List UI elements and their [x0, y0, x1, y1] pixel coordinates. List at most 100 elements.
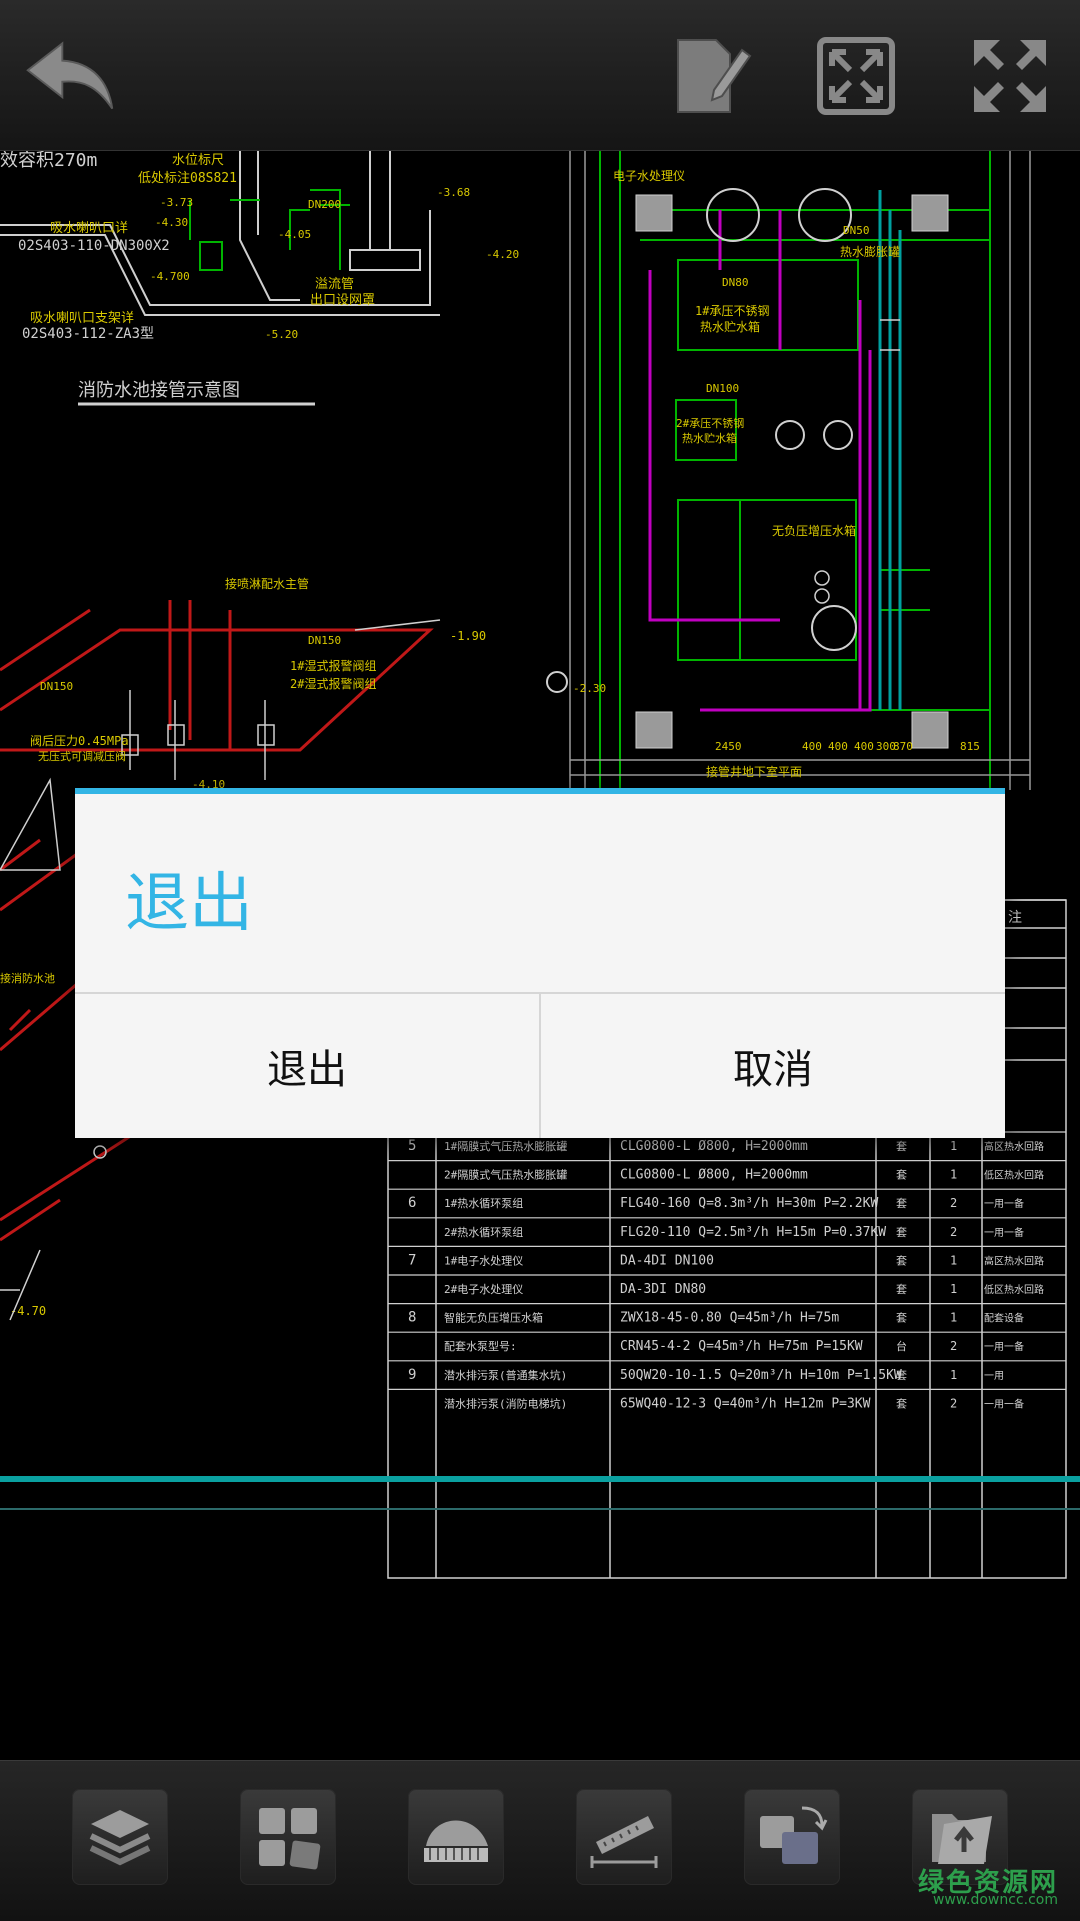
dim-300-label: 300	[876, 740, 896, 753]
dn80-label: DN80	[722, 276, 749, 289]
elev-470-label: -4.70	[10, 1304, 46, 1318]
elev-label-1: -3.73	[160, 196, 193, 209]
drawing-border-line	[0, 1476, 1080, 1482]
expansion-tank-label: 热水膨胀罐	[840, 245, 900, 259]
table-cell-unit: 套	[896, 1283, 907, 1296]
water-level-label: 水位标尺	[172, 153, 224, 168]
elev-410-label: -4.10	[192, 778, 225, 791]
table-cell-unit: 套	[896, 1140, 907, 1153]
table-cell-qty: 2	[950, 1196, 957, 1210]
dim-400c-label: 400	[854, 740, 874, 753]
watermark-url: www.downcc.com	[932, 1892, 1058, 1908]
table-cell-unit: 套	[896, 1369, 907, 1382]
cad-drawing-canvas[interactable]: 效容积270m 水位标尺 低处标注08S821 吸水喇叭口详 02S403-11…	[0, 150, 1080, 1760]
table-cell-qty: 2	[950, 1339, 957, 1353]
table-cell-note: 低区热水回路	[984, 1169, 1044, 1182]
table-cell-spec: CLG0800-L Ø800, H=2000mm	[620, 1168, 808, 1183]
layers-icon	[89, 1810, 151, 1866]
overflow-label: 溢流管	[315, 277, 354, 292]
table-cell-qty: 2	[950, 1225, 957, 1239]
elev-label-6: -5.20	[265, 328, 298, 341]
measure-button[interactable]	[576, 1789, 672, 1885]
table-cell-qty: 1	[950, 1282, 957, 1296]
edit-button[interactable]	[662, 28, 758, 124]
dim-2450-label: 2450	[715, 740, 742, 753]
table-cell-spec: FLG40-160 Q=8.3m³/h H=30m P=2.2KW	[620, 1196, 878, 1211]
table-cell-unit: 套	[896, 1226, 907, 1239]
table-cell-unit: 套	[896, 1312, 907, 1325]
electric-meter-label: 电子水处理仪	[613, 169, 685, 183]
table-cell-unit: 台	[896, 1339, 907, 1353]
open-folder-icon	[932, 1814, 992, 1864]
text-style-icon	[424, 1820, 488, 1862]
table-cell-name: 1#电子水处理仪	[444, 1254, 523, 1267]
elev-190-label: -1.90	[450, 629, 486, 643]
dn150-label: DN150	[308, 634, 341, 647]
table-cell-note: 一用	[984, 1371, 1004, 1382]
table-cell-qty: 1	[950, 1311, 957, 1325]
dn125-label: DN150	[40, 680, 73, 693]
edit-document-icon	[677, 39, 752, 113]
bottom-toolbar	[0, 1760, 1080, 1921]
table-cell-note: 一用一备	[984, 1340, 1024, 1353]
suction-label-b: 吸水喇叭口支架详	[30, 311, 134, 326]
elev-230-label: -2.30	[573, 682, 606, 695]
table-cell-name: 配套水泵型号:	[444, 1339, 517, 1353]
table-cell-qty: 2	[950, 1396, 957, 1410]
layout-button[interactable]	[240, 1789, 336, 1885]
suction-code-a: 02S403-110-DN300X2	[18, 238, 170, 254]
layers-button[interactable]	[72, 1789, 168, 1885]
table-cell-spec: DA-4DI DN100	[620, 1253, 714, 1268]
tank-2-label: 2#承压不锈钢	[676, 417, 744, 430]
table-cell-name: 智能无负压增压水箱	[444, 1311, 543, 1325]
table-cell-name: 1#隔膜式气压热水膨胀罐	[444, 1139, 567, 1153]
elev-label-4: -4.700	[150, 270, 190, 283]
elev-label-7: -3.68	[437, 186, 470, 199]
table-cell-spec: 50QW20-10-1.5 Q=20m³/h H=10m P=1.5KW	[620, 1368, 902, 1383]
table-cell-note: 一用一备	[984, 1197, 1024, 1210]
back-button[interactable]	[22, 28, 118, 124]
table-cell-name: 1#热水循环泵组	[444, 1196, 523, 1210]
table-cell-unit: 套	[896, 1254, 907, 1267]
fire-pool-label: 接消防水池	[0, 971, 55, 985]
fullscreen-icon	[974, 40, 1046, 112]
dim-400a-label: 400	[802, 740, 822, 753]
table-cell-unit: 套	[896, 1397, 907, 1410]
cancel-button[interactable]: 取消	[733, 1047, 813, 1093]
suction-code-b: 02S403-112-ZA3型	[22, 326, 154, 342]
alarm-2-label: 2#湿式报警阀组	[290, 676, 376, 691]
table-cell-qty: 1	[950, 1168, 957, 1182]
back-arrow-icon	[26, 41, 114, 110]
suction-label-a: 吸水喇叭口详	[50, 221, 128, 236]
fit-screen-button[interactable]	[808, 28, 904, 124]
confirm-exit-button[interactable]: 退出	[267, 1047, 347, 1093]
pressure-sub-label: 无压式可调减压阀	[38, 749, 126, 763]
elev-label-3: -4.05	[278, 228, 311, 241]
dialog-divider	[75, 992, 1005, 994]
exit-dialog: 退出 退出 取消	[75, 788, 1005, 1138]
viewport-swap-button[interactable]	[744, 1789, 840, 1885]
fullscreen-button[interactable]	[962, 28, 1058, 124]
open-file-button[interactable]	[912, 1789, 1008, 1885]
table-cell-no: 5	[408, 1138, 416, 1154]
drawing-border-line-thin	[0, 1508, 1080, 1510]
pool-capacity-label: 效容积270m	[0, 150, 97, 171]
overflow-sub-label: 出口设网罩	[310, 293, 375, 308]
table-cell-no: 8	[408, 1310, 416, 1326]
table-cell-note: 低区热水回路	[984, 1283, 1044, 1296]
dim-870-label: 870	[893, 740, 913, 753]
viewport-swap-icon	[760, 1806, 828, 1864]
table-cell-name: 2#电子水处理仪	[444, 1283, 523, 1296]
table-cell-name: 2#隔膜式气压热水膨胀罐	[444, 1168, 567, 1182]
tank-1-sub-label: 热水贮水箱	[700, 319, 760, 334]
table-cell-note: 一用一备	[984, 1226, 1024, 1239]
tank-3-label: 无负压增压水箱	[772, 523, 856, 538]
elev-label-2: -4.30	[155, 216, 188, 229]
table-cell-unit: 套	[896, 1197, 907, 1210]
text-style-button[interactable]	[408, 1789, 504, 1885]
dn50-label: DN50	[843, 224, 870, 237]
table-cell-qty: 1	[950, 1253, 957, 1267]
table-cell-name: 潜水排污泵(普通集水坑)	[444, 1368, 567, 1382]
table-cell-note: 配套设备	[984, 1312, 1024, 1325]
dim-400b-label: 400	[828, 740, 848, 753]
